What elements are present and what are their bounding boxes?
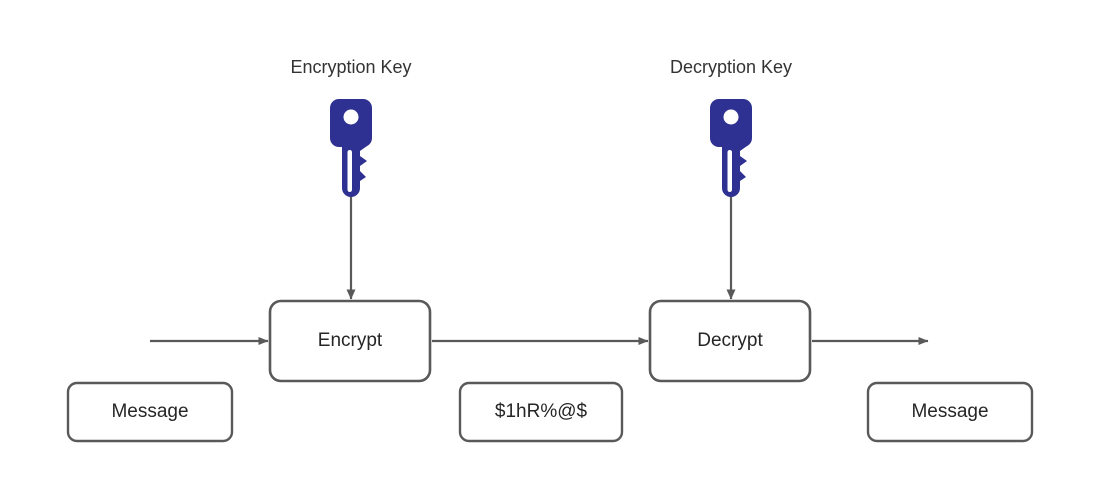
box-message-output: [866, 381, 1034, 443]
decryption-key-icon: [710, 99, 752, 197]
caption-encryption-key: Encryption Key: [290, 57, 412, 77]
box-message-input: [66, 381, 234, 443]
box-ciphertext: [458, 381, 624, 443]
caption-decryption-key: Decryption Key: [669, 57, 793, 77]
box-encrypt-process: [268, 299, 432, 383]
encryption-key-icon: [330, 99, 372, 197]
box-decrypt-process: [648, 299, 812, 383]
